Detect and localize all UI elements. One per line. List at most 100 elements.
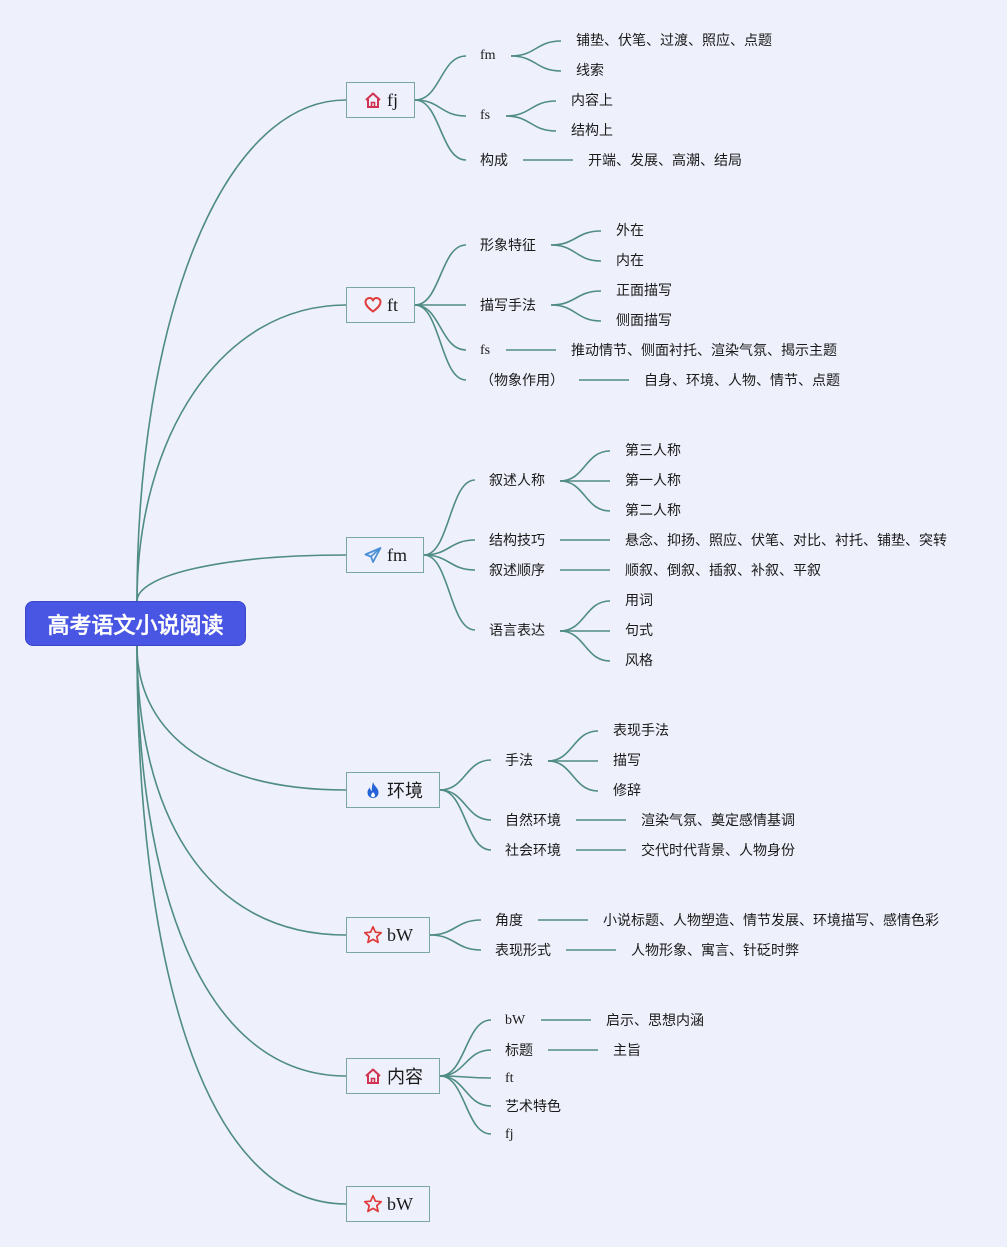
leaf-item[interactable]: 线索 xyxy=(576,63,604,79)
leaf-item[interactable]: 描写 xyxy=(613,753,641,769)
leaf-item[interactable]: 开端、发展、高潮、结局 xyxy=(588,153,742,169)
root-label: 高考语文小说阅读 xyxy=(47,613,224,639)
root-connector xyxy=(136,554,347,602)
branch-label: ft xyxy=(387,294,398,315)
branch-node-fm[interactable]: fm xyxy=(346,537,424,573)
branch-node-environment[interactable]: 环境 xyxy=(346,772,440,808)
root-node[interactable]: 高考语文小说阅读 xyxy=(25,601,246,646)
branch-label: fj xyxy=(387,89,398,110)
leaf-item[interactable]: 用词 xyxy=(625,593,653,609)
leaf-item[interactable]: 侧面描写 xyxy=(616,313,672,329)
connector-line xyxy=(423,479,476,556)
leaf-item[interactable]: 铺垫、伏笔、过渡、照应、点题 xyxy=(576,33,772,49)
subtopic-fj[interactable]: fj xyxy=(505,1127,514,1142)
connector-line xyxy=(505,115,557,132)
subtopic-title[interactable]: 标题 xyxy=(505,1043,533,1059)
connector-line xyxy=(559,450,611,482)
leaf-item[interactable]: 顺叙、倒叙、插叙、补叙、平叙 xyxy=(625,563,821,579)
subtopic-narrative-person[interactable]: 叙述人称 xyxy=(489,473,545,489)
branch-label: 环境 xyxy=(387,781,423,802)
subtopic-fm[interactable]: fm xyxy=(480,48,496,63)
connector-line xyxy=(439,1019,492,1077)
connector-line xyxy=(439,1075,492,1107)
leaf-item[interactable]: 句式 xyxy=(625,623,653,639)
leaf-item[interactable]: 第二人称 xyxy=(625,503,681,519)
branch-label: bW xyxy=(387,924,413,945)
subtopic-image-features[interactable]: 形象特征 xyxy=(480,238,536,254)
root-connector xyxy=(136,304,347,602)
leaf-item[interactable]: 风格 xyxy=(625,653,653,669)
subtopic-language-expression[interactable]: 语言表达 xyxy=(489,623,545,639)
connector-line xyxy=(550,230,602,246)
root-connector xyxy=(136,645,347,1205)
subtopic-angle[interactable]: 角度 xyxy=(495,913,523,929)
connector-line xyxy=(550,290,602,306)
leaf-item[interactable]: 表现手法 xyxy=(613,723,669,739)
connector-line xyxy=(439,759,492,791)
subtopic-bw[interactable]: bW xyxy=(505,1013,526,1028)
subtopic-description-methods[interactable]: 描写手法 xyxy=(480,298,536,314)
leaf-item[interactable]: 第一人称 xyxy=(625,473,681,489)
heart-icon xyxy=(364,296,382,313)
leaf-item[interactable]: 渲染气氛、奠定感情基调 xyxy=(641,813,795,829)
leaf-item[interactable]: 启示、思想内涵 xyxy=(606,1013,704,1029)
leaf-item[interactable]: 推动情节、侧面衬托、渲染气氛、揭示主题 xyxy=(571,343,837,359)
root-connector xyxy=(136,645,347,791)
subtopic-object-role[interactable]: （物象作用） xyxy=(480,373,564,389)
leaf-item[interactable]: 悬念、抑扬、照应、伏笔、对比、衬托、铺垫、突转 xyxy=(625,533,947,549)
branch-label: 内容 xyxy=(387,1067,423,1088)
connector-line xyxy=(439,789,492,821)
branch-node-content[interactable]: 内容 xyxy=(346,1058,440,1094)
leaf-item[interactable]: 主旨 xyxy=(613,1043,641,1059)
connector-line xyxy=(547,760,599,792)
subtopic-structure-skills[interactable]: 结构技巧 xyxy=(489,533,545,549)
leaf-item[interactable]: 内在 xyxy=(616,253,644,269)
connector-line xyxy=(510,40,562,57)
branch-node-ft[interactable]: ft xyxy=(346,287,415,323)
subtopic-social-environment[interactable]: 社会环境 xyxy=(505,843,561,859)
subtopic-structure[interactable]: 构成 xyxy=(480,153,508,169)
connector-line xyxy=(423,554,476,571)
branch-node-fj[interactable]: fj xyxy=(346,82,415,118)
leaf-item[interactable]: 小说标题、人物塑造、情节发展、环境描写、感情色彩 xyxy=(603,913,939,929)
subtopic-fs[interactable]: fs xyxy=(480,343,491,358)
leaf-item[interactable]: 修辞 xyxy=(613,783,641,799)
leaf-item[interactable]: 人物形象、寓言、针砭时弊 xyxy=(631,943,799,959)
connector-line xyxy=(550,244,602,262)
branch-label: bW xyxy=(387,1193,413,1214)
root-connector xyxy=(136,645,347,1077)
root-connector xyxy=(136,99,347,602)
branch-node-bw[interactable]: bW xyxy=(346,917,430,953)
leaf-item[interactable]: 交代时代背景、人物身份 xyxy=(641,843,795,859)
leaf-item[interactable]: 自身、环境、人物、情节、点题 xyxy=(644,373,840,389)
connector-line xyxy=(439,789,492,851)
subtopic-techniques[interactable]: 手法 xyxy=(505,753,533,769)
star-icon xyxy=(363,925,383,944)
subtopic-fs[interactable]: fs xyxy=(480,108,491,123)
subtopic-narrative-order[interactable]: 叙述顺序 xyxy=(489,563,545,579)
connector-line xyxy=(550,304,602,322)
leaf-item[interactable]: 结构上 xyxy=(571,123,613,139)
connector-line xyxy=(414,244,467,306)
connector-line xyxy=(505,100,557,117)
branch-label: fm xyxy=(387,544,407,565)
branch-node-bw-2[interactable]: bW xyxy=(346,1186,430,1222)
connector-line xyxy=(547,730,599,762)
connector-line xyxy=(414,99,467,161)
connector-line xyxy=(414,99,467,117)
subtopic-natural-environment[interactable]: 自然环境 xyxy=(505,813,561,829)
leaf-item[interactable]: 内容上 xyxy=(571,93,613,109)
leaf-item[interactable]: 外在 xyxy=(616,223,644,239)
star-icon xyxy=(363,1194,383,1213)
leaf-item[interactable]: 正面描写 xyxy=(616,283,672,299)
subtopic-artistic-features[interactable]: 艺术特色 xyxy=(505,1099,561,1115)
leaf-item[interactable]: 第三人称 xyxy=(625,443,681,459)
home-icon xyxy=(365,92,381,108)
subtopic-ft[interactable]: ft xyxy=(505,1071,514,1086)
connector-line xyxy=(429,934,482,951)
connector-line xyxy=(414,304,467,381)
subtopic-expression-form[interactable]: 表现形式 xyxy=(495,943,551,959)
connector-line xyxy=(559,600,611,632)
connector-line xyxy=(559,630,611,662)
